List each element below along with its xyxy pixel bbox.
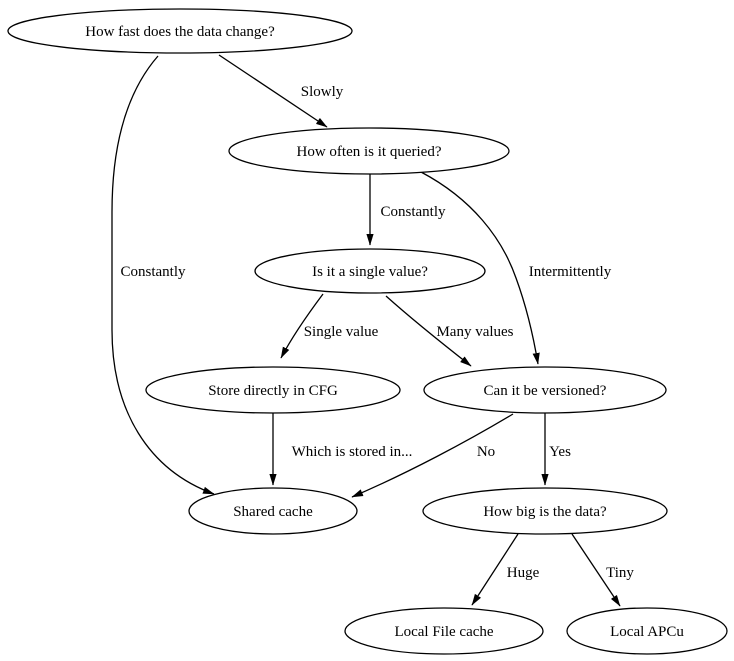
edge-many-values-label: Many values — [436, 324, 513, 340]
node-local-apcu-label: Local APCu — [610, 624, 684, 640]
node-versioned: Can it be versioned? — [423, 366, 667, 414]
node-how-fast-label: How fast does the data change? — [85, 24, 275, 40]
edge-layer — [111, 54, 621, 607]
node-versioned-label: Can it be versioned? — [484, 383, 607, 399]
node-single-value: Is it a single value? — [254, 248, 486, 294]
edge-single-value-label: Single value — [304, 324, 379, 340]
node-shared-cache-shape — [188, 487, 358, 535]
edge-many-values-arrow — [385, 295, 472, 367]
edge-single-value-arrow — [280, 293, 324, 359]
edge-huge-arrow — [471, 533, 519, 606]
node-single-value-shape — [254, 248, 486, 294]
node-versioned-shape — [423, 366, 667, 414]
edge-slowly-arrow — [218, 54, 328, 128]
edge-intermittently-arrow — [420, 171, 540, 365]
node-store-cfg: Store directly in CFG — [145, 366, 401, 414]
node-store-cfg-label: Store directly in CFG — [208, 383, 338, 399]
node-how-big-shape — [422, 487, 668, 535]
edge-which-stored-label: Which is stored in... — [292, 444, 413, 460]
node-local-apcu: Local APCu — [566, 607, 728, 655]
node-layer: How fast does the data change? How often… — [7, 8, 728, 655]
edge-constantly-mid-label: Constantly — [380, 204, 446, 220]
node-how-big: How big is the data? — [422, 487, 668, 535]
node-how-fast: How fast does the data change? — [7, 8, 353, 54]
node-local-file: Local File cache — [344, 607, 544, 655]
edge-intermittently-label: Intermittently — [529, 264, 612, 280]
node-how-fast-shape — [7, 8, 353, 54]
node-shared-cache-label: Shared cache — [233, 504, 313, 520]
edge-label-layer: Slowly Constantly Constantly Intermitten… — [120, 84, 634, 581]
edge-no-label: No — [477, 444, 495, 460]
edge-constantly-left-arrow — [111, 55, 215, 495]
node-how-often-shape — [228, 127, 510, 175]
node-local-file-label: Local File cache — [394, 624, 493, 640]
edge-yes-label: Yes — [549, 444, 571, 460]
node-single-value-label: Is it a single value? — [312, 264, 428, 280]
edge-constantly-left-label: Constantly — [120, 264, 186, 280]
node-local-file-shape — [344, 607, 544, 655]
edge-slowly-label: Slowly — [301, 84, 344, 100]
node-how-often-label: How often is it queried? — [297, 144, 442, 160]
node-how-often: How often is it queried? — [228, 127, 510, 175]
node-how-big-label: How big is the data? — [483, 504, 607, 520]
node-local-apcu-shape — [566, 607, 728, 655]
edge-huge-label: Huge — [507, 565, 540, 581]
edge-no-arrow — [351, 413, 514, 498]
edge-tiny-arrow — [571, 533, 621, 607]
edge-tiny-label: Tiny — [606, 565, 634, 581]
node-shared-cache: Shared cache — [188, 487, 358, 535]
node-store-cfg-shape — [145, 366, 401, 414]
